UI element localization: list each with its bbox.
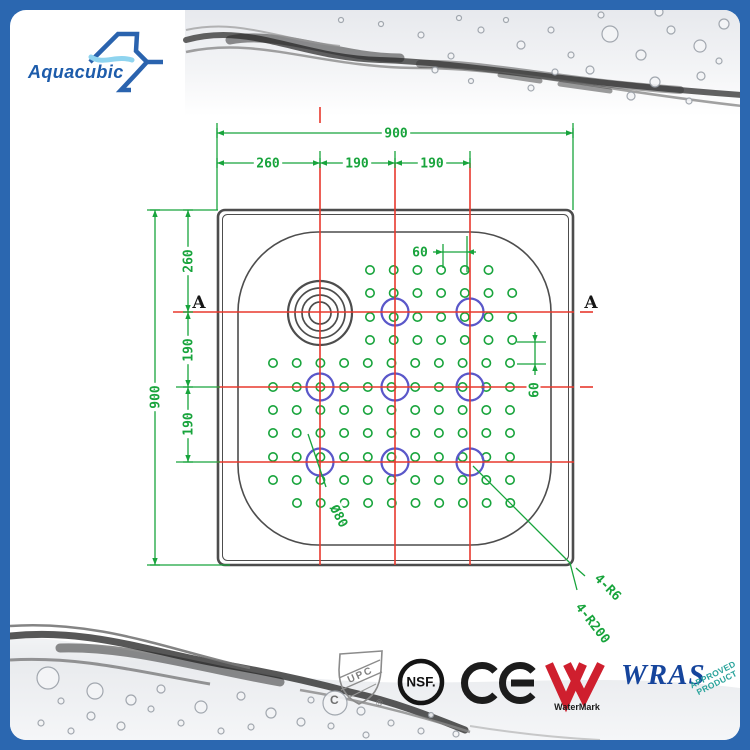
water-splash-bottom-decoration bbox=[10, 598, 740, 740]
svg-text:900: 900 bbox=[149, 385, 164, 409]
section-marker: A bbox=[583, 293, 598, 313]
dimension-label: 60 bbox=[526, 379, 543, 401]
brand-logo-icon bbox=[88, 31, 163, 93]
svg-text:190: 190 bbox=[345, 157, 369, 172]
dimension-label: 190 bbox=[180, 409, 197, 439]
dimension-label: 260 bbox=[180, 246, 197, 276]
svg-text:190: 190 bbox=[182, 338, 197, 362]
dimension-label: 260 bbox=[253, 155, 283, 172]
dimension-label: 190 bbox=[180, 335, 197, 365]
svg-text:190: 190 bbox=[182, 412, 197, 436]
watermark-certification-logo: WaterMark bbox=[545, 662, 605, 713]
dimension-label: 190 bbox=[417, 155, 447, 172]
section-marker: A bbox=[191, 293, 206, 313]
svg-text:900: 900 bbox=[384, 127, 408, 142]
ce-certification-logo bbox=[461, 662, 541, 704]
svg-text:60: 60 bbox=[528, 382, 543, 398]
nsf-certification-logo: NSF. bbox=[397, 658, 445, 706]
wras-label: WRAS bbox=[621, 659, 706, 691]
upc-c-prefix: C bbox=[330, 693, 339, 707]
content-area bbox=[10, 10, 740, 740]
watermark-label: WaterMark bbox=[554, 702, 601, 712]
water-splash-top-decoration bbox=[183, 10, 740, 116]
brand-name: Aquacubic bbox=[28, 62, 124, 82]
svg-text:190: 190 bbox=[420, 157, 444, 172]
dimension-label: 190 bbox=[342, 155, 372, 172]
cupc-certification-logo: UPC C ® bbox=[330, 650, 383, 708]
red-centerlines bbox=[173, 107, 593, 565]
upc-registered-mark: ® bbox=[376, 698, 383, 708]
dimension-label: 900 bbox=[147, 382, 164, 412]
svg-text:60: 60 bbox=[412, 246, 428, 261]
dimension-label: 900 bbox=[381, 125, 411, 142]
wras-certification-logo: WRAS APPROVED PRODUCT bbox=[621, 658, 750, 718]
svg-text:260: 260 bbox=[256, 157, 280, 172]
dimension-label: 60 bbox=[409, 244, 431, 261]
nsf-label: NSF. bbox=[406, 675, 435, 690]
brand-logo: Aquacubic bbox=[0, 0, 220, 110]
svg-text:260: 260 bbox=[182, 249, 197, 273]
